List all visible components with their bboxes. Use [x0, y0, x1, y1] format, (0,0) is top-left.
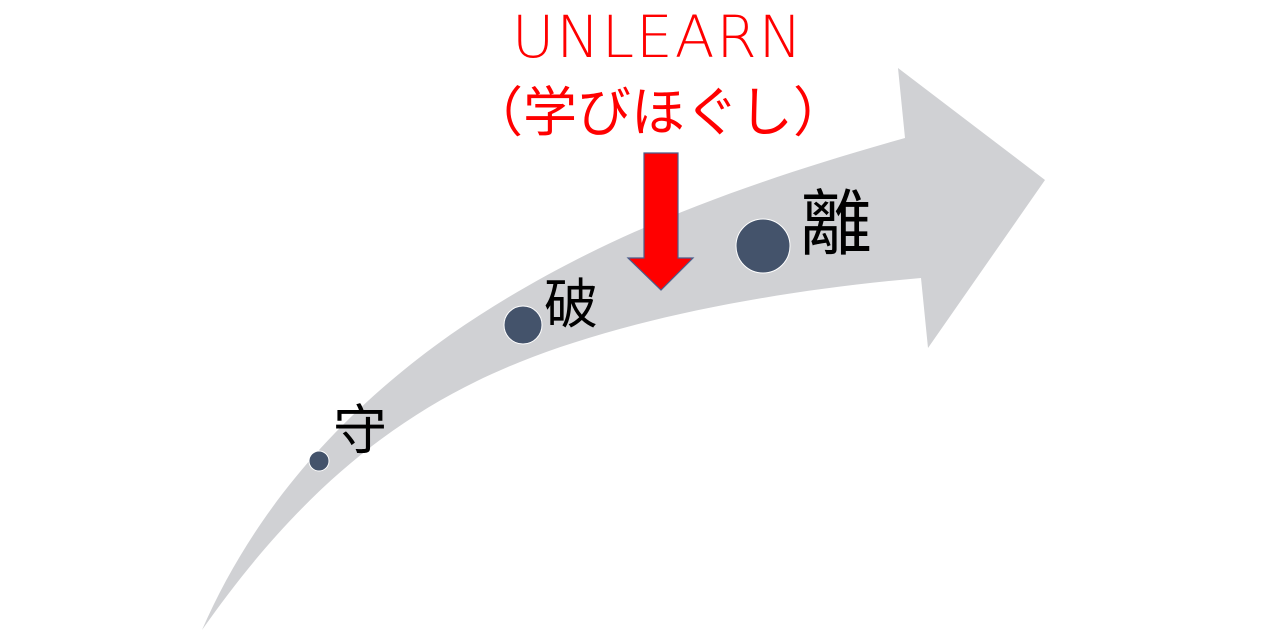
- ri-dot-icon: [735, 218, 791, 274]
- unlearn-title: UNLEARN: [511, 3, 805, 71]
- stage-label-shu: 守: [333, 399, 387, 462]
- stage-label-ri: 離: [800, 182, 873, 266]
- ha-dot-icon: [503, 305, 543, 345]
- down-arrow-icon: [626, 152, 695, 291]
- unlearn-subtitle-japanese: （学びほぐし）: [469, 81, 847, 144]
- shu-dot-icon: [308, 450, 330, 472]
- stage-label-ha: 破: [544, 273, 598, 336]
- curved-arrow-icon: [202, 68, 1045, 630]
